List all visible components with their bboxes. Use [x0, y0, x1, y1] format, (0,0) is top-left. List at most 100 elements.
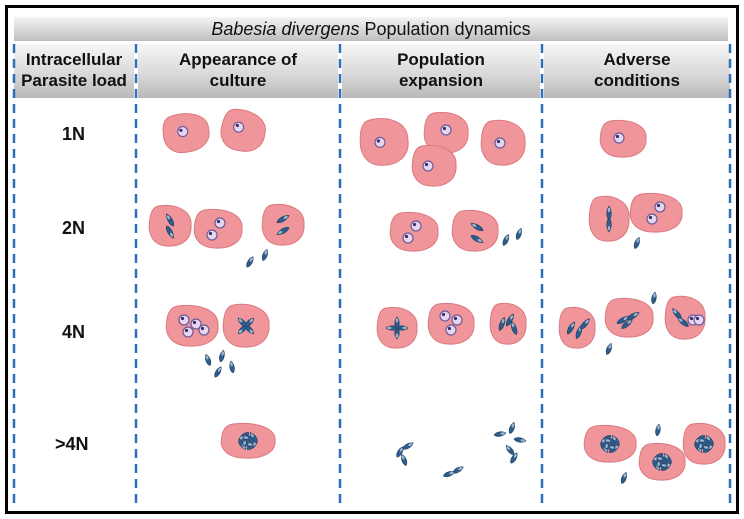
- cell-4n-e: [489, 302, 527, 345]
- merozoite-apex: [250, 433, 254, 438]
- merozoite-body: [502, 234, 510, 246]
- ring-parasite: [232, 121, 245, 133]
- merozoite: [246, 256, 254, 268]
- ring-parasite: [445, 324, 457, 336]
- ring-nucleus: [216, 219, 221, 224]
- red-blood-cell: [389, 211, 439, 252]
- merozoite-apex: [500, 432, 505, 435]
- merozoite: [470, 223, 484, 232]
- merozoite: [205, 353, 212, 366]
- row-label-4n: 4N: [62, 322, 86, 342]
- merozoite-apex: [605, 443, 608, 449]
- merozoite: [677, 317, 689, 327]
- merozoite-apex: [221, 351, 224, 356]
- ring-nucleus: [184, 328, 189, 333]
- merozoite-apex: [511, 322, 515, 328]
- merozoite-apex: [283, 215, 288, 219]
- ring-parasite: [182, 326, 194, 338]
- cell-1n-c: [359, 118, 409, 166]
- cell-4n-f: [558, 306, 596, 349]
- merozoite-apex: [477, 239, 482, 243]
- ring-nucleus: [648, 215, 653, 220]
- merozoite: [626, 312, 640, 321]
- merozoite: [663, 453, 672, 464]
- merozoite-apex: [449, 471, 454, 475]
- ring-body: [402, 232, 414, 244]
- header-expansion: Population expansion: [342, 44, 540, 98]
- merozoite-apex: [249, 329, 254, 334]
- ring-parasite: [646, 213, 658, 225]
- ring-body: [654, 201, 666, 213]
- merozoite: [651, 291, 657, 305]
- ring-parasite: [177, 125, 189, 138]
- cell-4n-c: [376, 306, 418, 349]
- merozoite-apex: [703, 446, 709, 449]
- ring-nucleus: [656, 203, 661, 208]
- merozoite: [452, 466, 464, 474]
- ring-parasite: [613, 132, 625, 144]
- merozoite: [214, 366, 222, 378]
- row-label-2n: 2N: [62, 218, 86, 238]
- merozoite-apex: [387, 326, 392, 330]
- merozoite-body: [505, 445, 515, 455]
- merozoite: [580, 318, 590, 330]
- merozoite-apex: [607, 225, 611, 231]
- ring-parasite: [206, 229, 218, 241]
- merozoite-apex: [607, 207, 611, 213]
- merozoite-apex: [585, 319, 589, 324]
- merozoite: [505, 445, 515, 455]
- ring-parasite: [198, 324, 210, 336]
- cell-4n-h: [664, 295, 706, 340]
- ring-body: [451, 314, 463, 326]
- merozoite-apex: [205, 355, 209, 360]
- merozoite-apex: [243, 440, 246, 446]
- ring-body: [693, 314, 705, 326]
- ring-body: [613, 132, 625, 144]
- ring-body: [410, 220, 422, 232]
- merozoite: [505, 313, 514, 327]
- ring-nucleus: [376, 139, 380, 143]
- merozoite-body: [401, 453, 408, 466]
- ring-nucleus: [404, 234, 409, 239]
- ring-nucleus: [441, 312, 446, 317]
- ring-nucleus: [179, 128, 183, 132]
- merozoite: [611, 435, 620, 446]
- merozoite-apex: [520, 439, 525, 442]
- ring-body: [198, 324, 210, 336]
- ring-parasite: [374, 136, 386, 148]
- red-blood-cell: [664, 295, 706, 340]
- cell-4n-g: [604, 297, 654, 338]
- merozoite-body: [205, 353, 212, 366]
- cell-2n-g: [629, 192, 683, 233]
- merozoite-body: [261, 248, 268, 261]
- ring-parasite: [190, 318, 202, 330]
- merozoite: [502, 234, 510, 246]
- merozoite-apex: [661, 464, 667, 467]
- merozoite-apex: [243, 436, 249, 439]
- ring-nucleus: [208, 231, 213, 236]
- column-dividers: [12, 44, 732, 506]
- ring-body: [206, 229, 218, 241]
- red-blood-cell: [411, 144, 457, 187]
- merozoite: [261, 248, 268, 261]
- merozoite-apex: [238, 329, 243, 334]
- merozoite: [276, 215, 290, 224]
- merozoite-body: [246, 256, 254, 268]
- merozoite-apex: [249, 318, 254, 323]
- merozoite-apex: [612, 436, 616, 441]
- cell-2n-f: [588, 195, 630, 242]
- merozoite-apex: [505, 235, 509, 240]
- cell-1n-b: [220, 108, 266, 152]
- ring-nucleus: [424, 162, 429, 167]
- red-blood-cell: [558, 306, 596, 349]
- merozoite-apex: [657, 457, 663, 460]
- cell-4n-d: [427, 302, 475, 345]
- merozoite-apex: [278, 231, 283, 235]
- merozoite-apex: [636, 238, 640, 243]
- cell-gt4n-b: [583, 424, 637, 463]
- ring-nucleus: [447, 326, 452, 331]
- merozoite: [166, 213, 175, 227]
- merozoite: [401, 453, 408, 466]
- ring-body: [494, 137, 506, 149]
- merozoite: [621, 319, 633, 329]
